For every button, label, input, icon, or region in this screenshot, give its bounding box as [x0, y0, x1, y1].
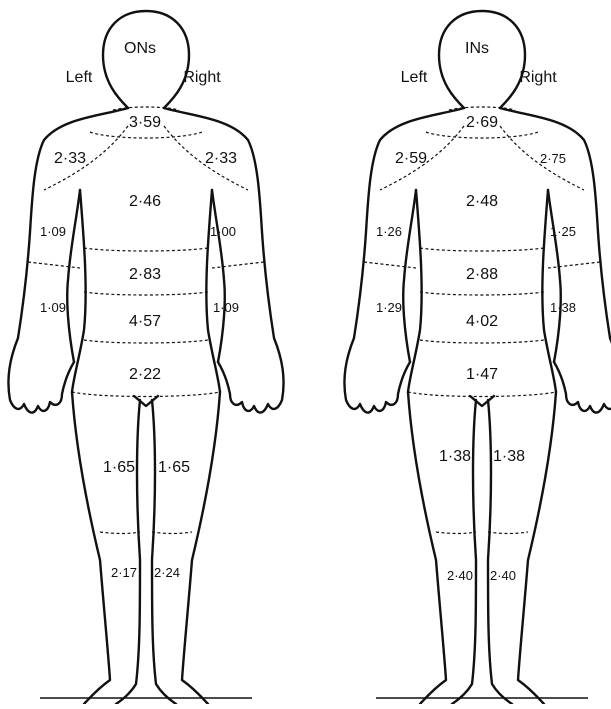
value-forearm-left: 1·09: [40, 300, 66, 315]
value-thigh-left: 1·38: [439, 448, 471, 465]
value-chest: 2·46: [129, 193, 161, 210]
value-thigh-right: 1·65: [158, 459, 190, 476]
value-upper-abdomen: 2·88: [466, 266, 498, 283]
value-neck: 3·59: [129, 114, 161, 131]
value-lower-abdomen: 2·22: [129, 366, 161, 383]
value-lower-abdomen: 1·47: [466, 366, 498, 383]
value-shin-right: 2·24: [154, 565, 180, 580]
value-forearm-left: 1·29: [376, 300, 402, 315]
value-upper-arm-left: 1·26: [376, 224, 402, 239]
left-label: Left: [66, 69, 93, 86]
value-shin-left: 2·40: [447, 568, 473, 583]
value-upper-arm-right: 1·00: [210, 224, 236, 239]
value-shin-right: 2·40: [490, 568, 516, 583]
body-map-ons: ONs Left Right 3·59 2·33 2·33 2·46 1·09 …: [8, 11, 283, 704]
value-mid-abdomen: 4·02: [466, 313, 498, 330]
value-thigh-left: 1·65: [103, 459, 135, 476]
value-shoulder-right: 2·75: [540, 151, 566, 166]
value-shin-left: 2·17: [111, 565, 137, 580]
value-chest: 2·48: [466, 193, 498, 210]
right-label: Right: [519, 69, 557, 86]
value-forearm-right: 1·38: [550, 300, 576, 315]
value-forearm-right: 1·09: [213, 300, 239, 315]
value-shoulder-left: 2·59: [395, 150, 427, 167]
figure-title: INs: [465, 40, 489, 57]
figure-title: ONs: [124, 40, 156, 57]
value-thigh-right: 1·38: [493, 448, 525, 465]
value-upper-abdomen: 2·83: [129, 266, 161, 283]
body-map-ins: INs Left Right 2·69 2·59 2·75 2·48 1·26 …: [344, 11, 611, 704]
value-shoulder-left: 2·33: [54, 150, 86, 167]
right-label: Right: [183, 69, 221, 86]
value-neck: 2·69: [466, 114, 498, 131]
left-label: Left: [401, 69, 428, 86]
value-upper-arm-right: 1·25: [550, 224, 576, 239]
value-mid-abdomen: 4·57: [129, 313, 161, 330]
value-upper-arm-left: 1·09: [40, 224, 66, 239]
value-shoulder-right: 2·33: [205, 150, 237, 167]
